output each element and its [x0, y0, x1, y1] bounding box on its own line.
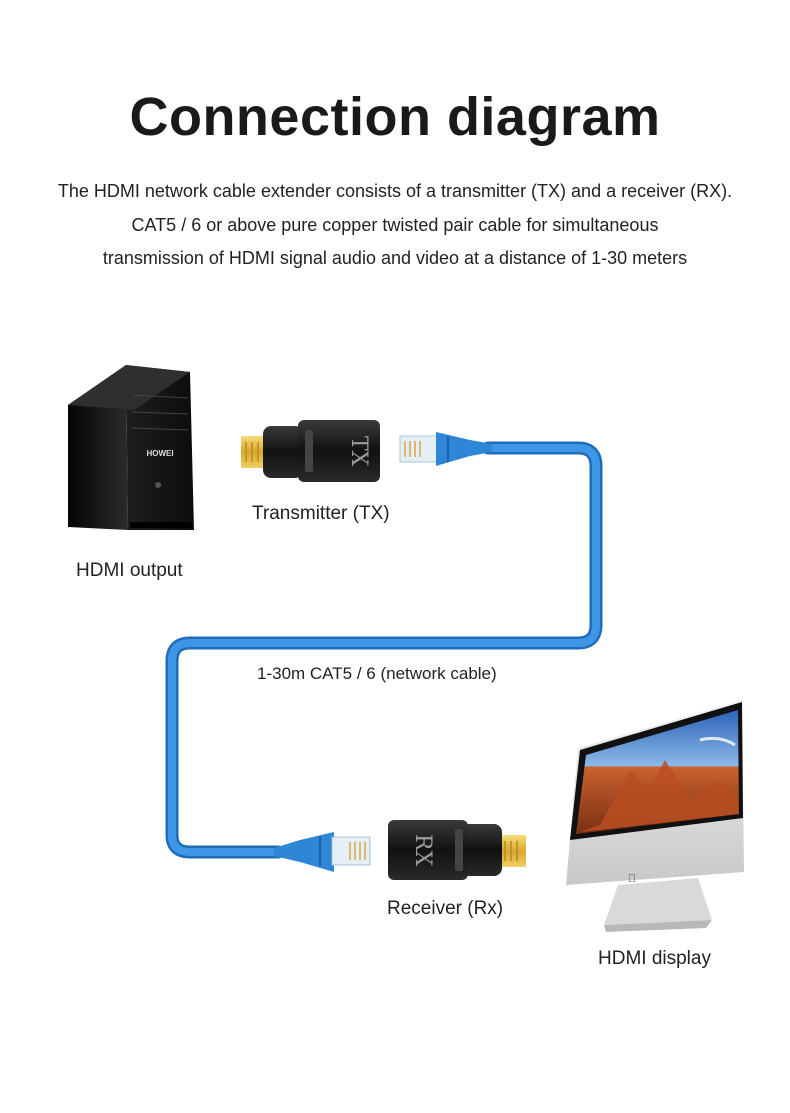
svg-text:: : [628, 873, 636, 885]
receiver-label: Receiver (Rx): [387, 898, 504, 919]
receiver-adapter-icon: RX: [388, 820, 526, 880]
hdmi-display-label: HDMI display: [598, 948, 711, 969]
description-line-3: transmission of HDMI signal audio and vi…: [102, 248, 688, 268]
hdmi-output-label: HDMI output: [76, 560, 183, 581]
rj45-plug-rx-icon: [274, 832, 371, 872]
description-line-1: The HDMI network cable extender consists…: [57, 181, 733, 201]
svg-text:HOWEI: HOWEI: [146, 449, 173, 458]
pc-tower-icon: HOWEI: [68, 365, 194, 530]
rj45-plug-tx-icon: [399, 432, 492, 466]
cable-label: 1-30m CAT5 / 6 (network cable): [257, 664, 497, 683]
svg-text:RX: RX: [410, 834, 435, 867]
transmitter-label: Transmitter (TX): [252, 503, 390, 524]
svg-text:TX: TX: [346, 436, 371, 467]
description-line-2: CAT5 / 6 or above pure copper twisted pa…: [131, 215, 659, 235]
transmitter-adapter-icon: TX: [241, 420, 380, 482]
imac-display-icon: : [566, 700, 744, 932]
page-title: Connection diagram: [129, 87, 661, 147]
